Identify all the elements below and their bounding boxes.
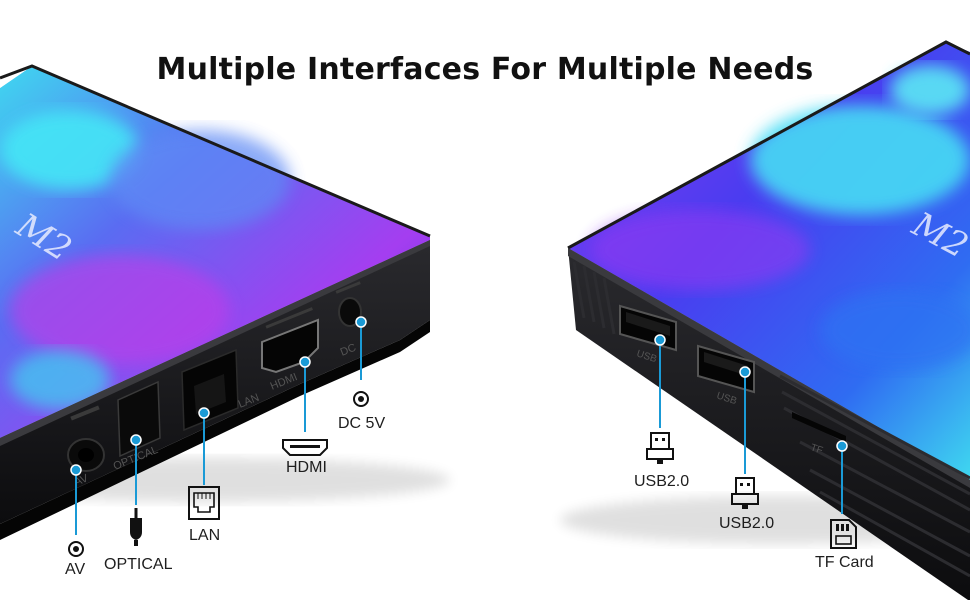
callout-dot-usb-2 [739,366,751,378]
port-label-usb-1: USB2.0 [634,473,690,490]
port-label-dc-5v: DC 5V [338,415,386,432]
callout-dot-tf [836,440,848,452]
callout-dot-hdmi [299,356,311,368]
optical-plug-icon [130,508,142,546]
callout-dot-dc [355,316,367,328]
hdmi-port-icon [282,439,328,456]
dc-port [338,297,362,327]
callout-lines [75,322,843,535]
callout-dot-av [70,464,82,476]
port-label-av: AV [65,561,86,578]
callout-dot-usb-1 [654,334,666,346]
usb-plug-icon [646,432,674,464]
port-label-tf-card: TF Card [815,554,874,571]
callout-dot-optical [130,434,142,446]
right-device: M2 USB USB TF [560,40,970,600]
tf-card-slot [792,412,846,442]
sd-card-icon [830,519,857,549]
port-label-optical: OPTICAL [104,556,173,573]
callout-dot-lan [198,407,210,419]
page-title: Multiple Interfaces For Multiple Needs [156,52,814,87]
port-label-usb-2: USB2.0 [719,515,775,532]
port-label-lan: LAN [189,527,221,544]
ethernet-port-icon [188,486,220,520]
port-label-hdmi: HDMI [286,459,327,476]
vent-ribs [572,261,970,578]
av-marking: AV [73,472,91,489]
tf-marking: TF [809,442,824,456]
optical-port [117,380,161,458]
callout-dots [70,316,848,476]
dc-jack-icon [353,391,369,407]
av-jack-icon [68,541,84,557]
usb-plug-icon [731,477,759,509]
left-device: M2 AV OPTICAL LAN HDMI DC [0,64,450,540]
dc-marking: DC [339,342,358,359]
